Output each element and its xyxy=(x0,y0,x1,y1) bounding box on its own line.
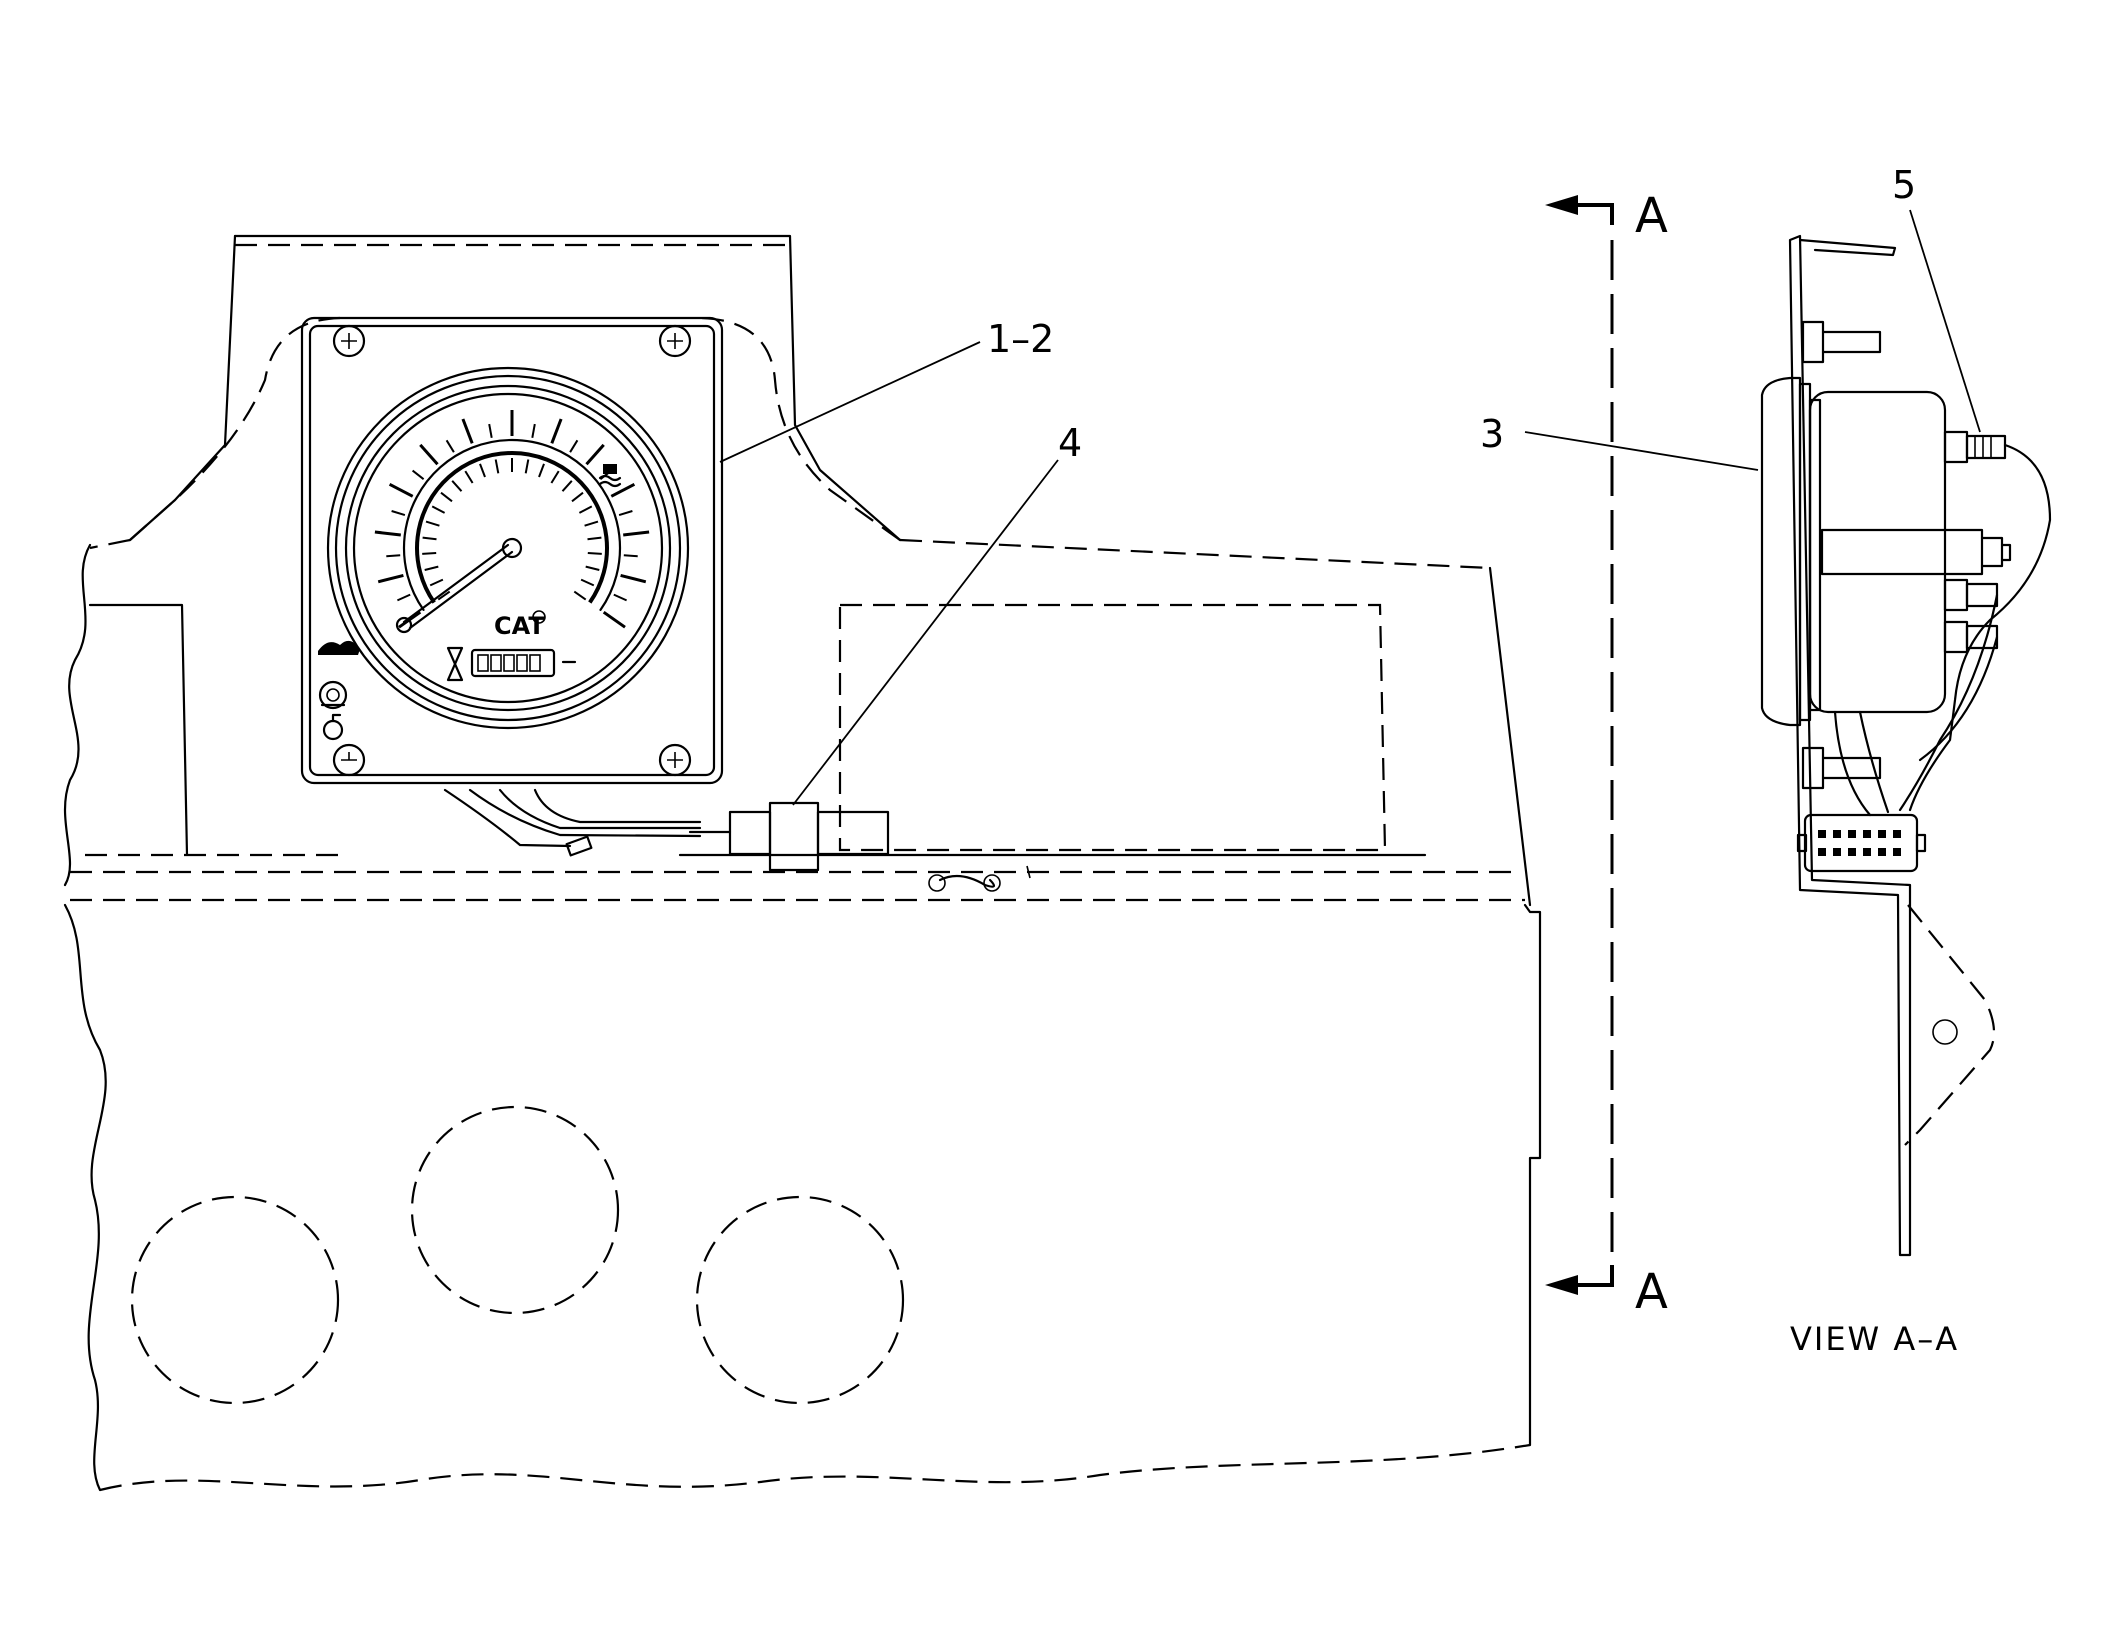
callout-5: 5 xyxy=(1892,163,1916,207)
section-line: A A xyxy=(1545,188,1668,1320)
gauge-inner-tick xyxy=(422,536,437,541)
gauge-tick xyxy=(396,593,411,602)
gauge-tick xyxy=(569,439,579,453)
gauge-tick xyxy=(386,554,401,558)
gauge-tick xyxy=(618,510,633,517)
gauge-inner-tick xyxy=(440,491,453,503)
gauge-tick xyxy=(623,530,650,537)
connector-pin xyxy=(1818,848,1826,856)
connector-pin xyxy=(1863,830,1871,838)
gauge-tick xyxy=(411,469,425,480)
hourmeter-display xyxy=(446,646,577,682)
gauge-tick xyxy=(374,530,401,537)
cat-logo-text: CAT xyxy=(494,612,545,640)
gauge-inner-tick xyxy=(538,463,545,478)
view-label: VIEW A–A xyxy=(1790,1320,1959,1358)
gauge-tick xyxy=(488,423,493,438)
gauge-inner-tick xyxy=(587,552,602,555)
gauge-panel: CAT xyxy=(300,316,890,872)
gauge-tick xyxy=(391,510,406,517)
gauge-tick xyxy=(585,443,605,466)
gauge-needle xyxy=(395,537,523,634)
gauge-inner-tick xyxy=(524,459,530,474)
side-indicator-icons xyxy=(318,640,360,741)
gauge-tick xyxy=(602,610,626,629)
section-mark-top: A xyxy=(1635,188,1668,244)
gauge-inner-tick xyxy=(437,590,451,601)
terminal-stud-icon xyxy=(1943,430,2007,654)
mounting-bolt-icon xyxy=(1801,320,1882,790)
connector-pin xyxy=(1863,848,1871,856)
gauge-tick xyxy=(461,418,474,444)
cat-logo: CAT xyxy=(494,610,546,640)
gauge-inner-tick xyxy=(431,505,446,514)
callout-1-2: 1–2 xyxy=(987,317,1054,361)
gauge-inner-tick xyxy=(561,480,573,492)
callout-4: 4 xyxy=(1058,421,1082,465)
gauge-inner-tick xyxy=(584,520,599,527)
gauge-inner-tick xyxy=(422,552,437,555)
gauge-tick xyxy=(550,418,563,444)
callout-3: 3 xyxy=(1480,412,1504,456)
connector-pin xyxy=(1848,848,1856,856)
gauge-tick xyxy=(623,554,638,558)
gauge-inner-tick xyxy=(585,565,600,571)
gauge-tick xyxy=(377,573,404,584)
gauge-tick xyxy=(445,439,455,453)
section-mark-bottom: A xyxy=(1635,1264,1668,1320)
gauge-inner-tick xyxy=(429,578,444,587)
connector-pin xyxy=(1893,830,1901,838)
gauge-tick xyxy=(620,573,647,584)
wiring-harness xyxy=(443,788,890,872)
gauge-inner-tick xyxy=(580,578,595,587)
connector-pin xyxy=(1833,830,1841,838)
connector-pin xyxy=(1833,848,1841,856)
gauge-tick xyxy=(388,482,414,498)
panel-screw-icon xyxy=(332,324,692,777)
gauge-inner-tick xyxy=(573,590,587,601)
connector-pin xyxy=(1878,830,1886,838)
gauge-inner-tick xyxy=(578,505,593,514)
gauge-tick xyxy=(610,482,636,498)
gauge-inner-tick xyxy=(550,470,560,484)
gauge-inner-tick xyxy=(494,459,500,474)
gauge-tick xyxy=(613,593,628,602)
connector-plug xyxy=(1796,813,1927,873)
gauge-ticks xyxy=(374,410,650,629)
gauge-inner-tick xyxy=(464,470,474,484)
gauge-inner-tick xyxy=(571,491,584,503)
gauge-inner-tick xyxy=(587,536,602,541)
gauge-tick xyxy=(531,423,536,438)
gauge-tick xyxy=(419,443,439,466)
gauge-inner-tick xyxy=(479,463,486,478)
section-view: VIEW A–A xyxy=(1760,234,2052,1358)
connector-pin xyxy=(1878,848,1886,856)
gauge-inner-tick xyxy=(424,565,439,571)
callouts: 1–2 4 3 5 xyxy=(719,163,1981,806)
dashboard-outline xyxy=(63,234,1542,1492)
gauge-inner-tick xyxy=(425,520,440,527)
connector-pin xyxy=(1893,848,1901,856)
temperature-icon xyxy=(598,464,622,488)
connector-pin xyxy=(1848,830,1856,838)
connector-pin xyxy=(1818,830,1826,838)
gauge-inner-tick xyxy=(451,480,463,492)
